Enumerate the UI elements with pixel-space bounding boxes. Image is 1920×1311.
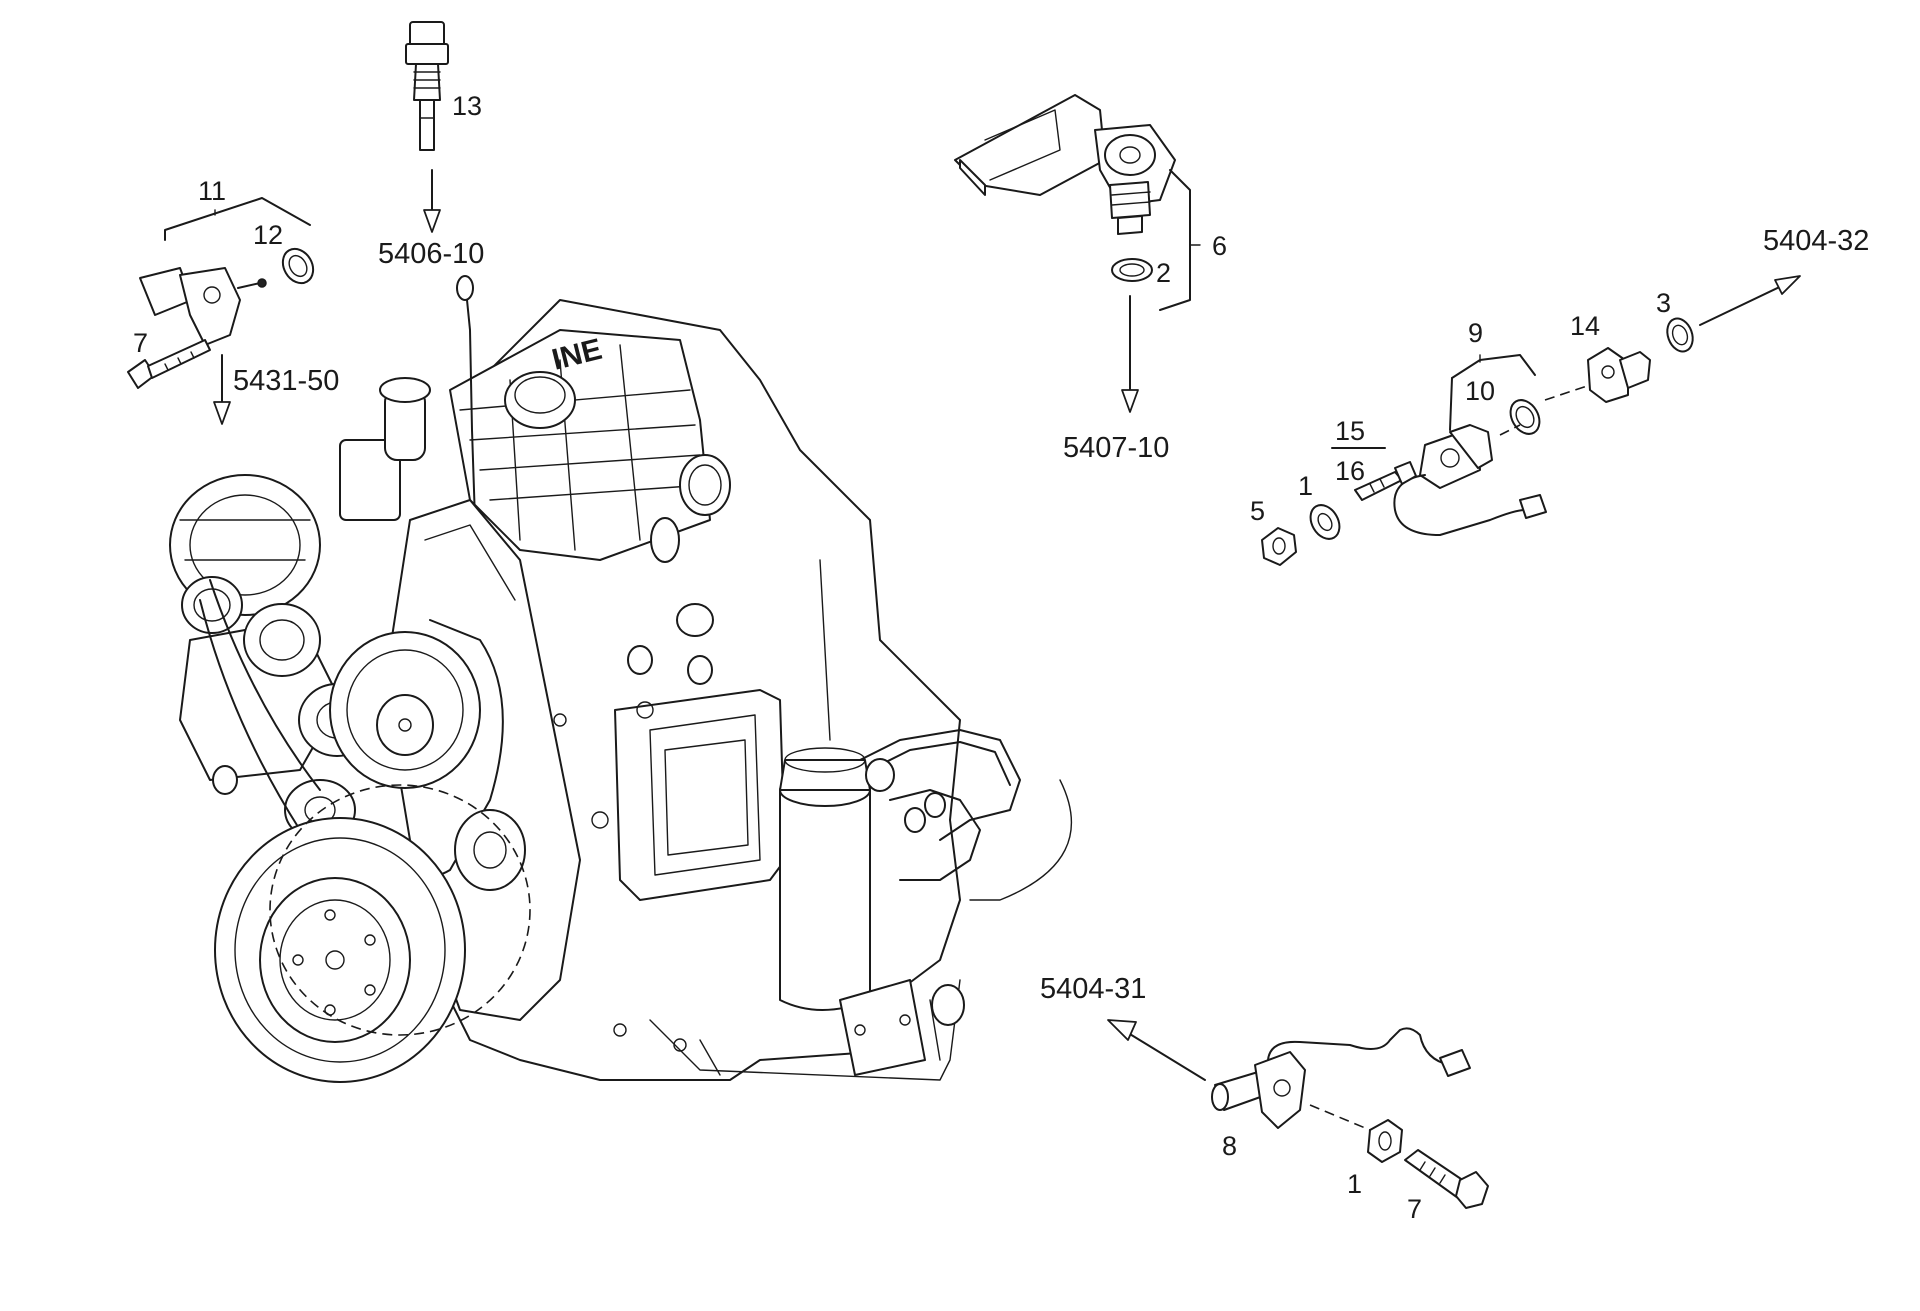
callout-1b: 1 <box>1347 1169 1362 1199</box>
centerline-14 <box>1544 384 1591 401</box>
leader-5404-32 <box>1699 281 1791 326</box>
callout-14: 14 <box>1570 311 1600 341</box>
callout-8: 8 <box>1222 1131 1237 1161</box>
callout-11: 11 <box>198 176 226 206</box>
part-11-sensor <box>139 267 267 346</box>
callout-12: 12 <box>253 220 283 250</box>
part-15-16-bolt <box>1354 461 1417 501</box>
arrow-5404-31 <box>1107 1019 1137 1041</box>
bracket-11 <box>164 197 311 241</box>
arrow-5404-32 <box>1774 275 1801 295</box>
ref-5431-50: 5431-50 <box>233 365 339 397</box>
callout-1a: 1 <box>1298 471 1313 501</box>
part-14-speed-sensor <box>1587 347 1651 403</box>
callout-6: 6 <box>1212 231 1227 261</box>
part-2-seal <box>1111 258 1153 282</box>
arrow-11 <box>213 401 231 425</box>
bracket-9 <box>1451 354 1536 379</box>
part-9-sensor-with-harness <box>1393 424 1547 536</box>
part-1-washer-bottom <box>1367 1119 1403 1163</box>
ref-5404-31: 5404-31 <box>1040 973 1146 1005</box>
callout-7b: 7 <box>1407 1194 1422 1224</box>
bracket-9-leg <box>1449 377 1453 431</box>
part-7-bolt-top <box>127 339 211 389</box>
part-7-bolt-bottom <box>1404 1149 1489 1209</box>
ref-5404-32: 5404-32 <box>1763 225 1869 257</box>
arrow-6 <box>1121 389 1139 413</box>
arrow-13 <box>423 209 441 233</box>
leader-5404-31 <box>1119 1027 1206 1081</box>
centerline-10 <box>1499 424 1521 436</box>
callout-16: 16 <box>1335 456 1365 486</box>
part-12-seal <box>281 247 315 285</box>
callout-15: 15 <box>1335 416 1365 446</box>
callout-10: 10 <box>1465 376 1495 406</box>
part-1-washer-right <box>1309 504 1341 540</box>
centerline-8 <box>1309 1104 1371 1131</box>
callout-5: 5 <box>1250 496 1265 526</box>
callout-7a: 7 <box>133 328 148 358</box>
callout-2: 2 <box>1156 258 1171 288</box>
ref-5406-10: 5406-10 <box>378 238 484 270</box>
part-8-speed-sensor <box>1211 1027 1471 1129</box>
callout-13: 13 <box>452 91 482 121</box>
ref-5407-10: 5407-10 <box>1063 432 1169 464</box>
callout-3: 3 <box>1656 288 1671 318</box>
part-6-pressure-sensor <box>954 94 1176 235</box>
part-5-nut <box>1261 527 1297 566</box>
bracket-6 <box>1159 169 1191 311</box>
callout-9: 9 <box>1468 318 1483 348</box>
part-13-temperature-sender <box>405 21 449 151</box>
part-3-seal <box>1666 317 1694 353</box>
engine-assembly: INE <box>169 275 1073 1083</box>
part-10-seal <box>1509 399 1541 435</box>
